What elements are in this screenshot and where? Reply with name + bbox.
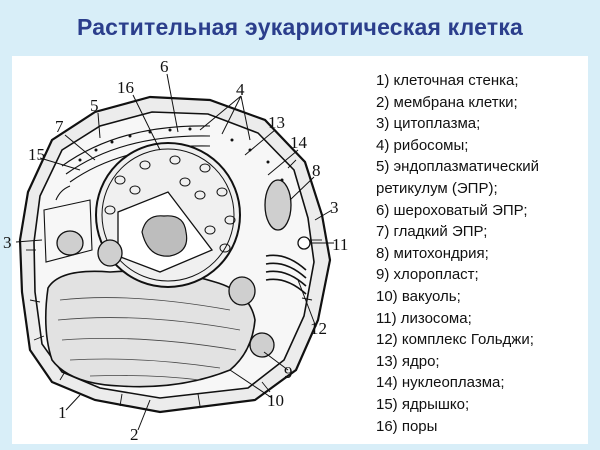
callout-7: 7 — [55, 117, 64, 136]
nucleolus — [141, 215, 188, 257]
vacuole — [44, 270, 256, 388]
legend-item: 11) лизосома; — [376, 309, 472, 327]
callout-5: 5 — [90, 96, 99, 115]
callout-8: 8 — [312, 161, 321, 180]
callout-14: 14 — [290, 133, 308, 152]
callout-3-left: 3 — [3, 233, 12, 252]
legend-item: 14) нуклеоплазма; — [376, 374, 505, 392]
callout-2: 2 — [130, 425, 139, 444]
callout-11: 11 — [332, 235, 348, 254]
callout-16: 16 — [117, 78, 134, 97]
legend-item: 13) ядро; — [376, 352, 440, 370]
callout-6: 6 — [160, 57, 169, 76]
legend-item: ретикулум (ЭПР); — [376, 179, 498, 197]
legend-item: 1) клеточная стенка; — [376, 72, 519, 89]
legend-item: 6) шероховатый ЭПР; — [376, 201, 528, 219]
callout-3-right: 3 — [330, 198, 339, 217]
legend-item: 15) ядрышко; — [376, 395, 470, 413]
callout-12: 12 — [310, 319, 327, 338]
legend-item: 8) митохондрия; — [376, 244, 489, 262]
legend-item: 5) эндоплазматический — [376, 158, 540, 176]
legend-item: 7) гладкий ЭПР; — [376, 223, 488, 241]
legend-item: 9) хлоропласт; — [376, 266, 479, 284]
page-title: Растительная эукариотическая клетка — [76, 14, 524, 40]
callout-9: 9 — [284, 363, 293, 382]
callout-1: 1 — [58, 403, 67, 422]
mitochondria — [56, 179, 292, 358]
callout-15: 15 — [28, 145, 45, 164]
legend-item: 2) мембрана клетки; — [376, 93, 518, 111]
legend-item: 12) комплекс Гольджи; — [376, 331, 534, 349]
legend-item: 16) поры — [376, 417, 438, 435]
callout-13: 13 — [268, 113, 285, 132]
legend-item: 4) рибосомы; — [376, 136, 469, 154]
legend-list: 1) клеточная стенка; 2) мембрана клетки;… — [376, 70, 591, 437]
callout-10: 10 — [267, 391, 284, 410]
lysosome — [297, 236, 311, 250]
legend-item: 10) вакуоль; — [376, 287, 461, 305]
legend-item: 3) цитоплазма; — [376, 115, 481, 133]
callout-4: 4 — [236, 80, 245, 99]
